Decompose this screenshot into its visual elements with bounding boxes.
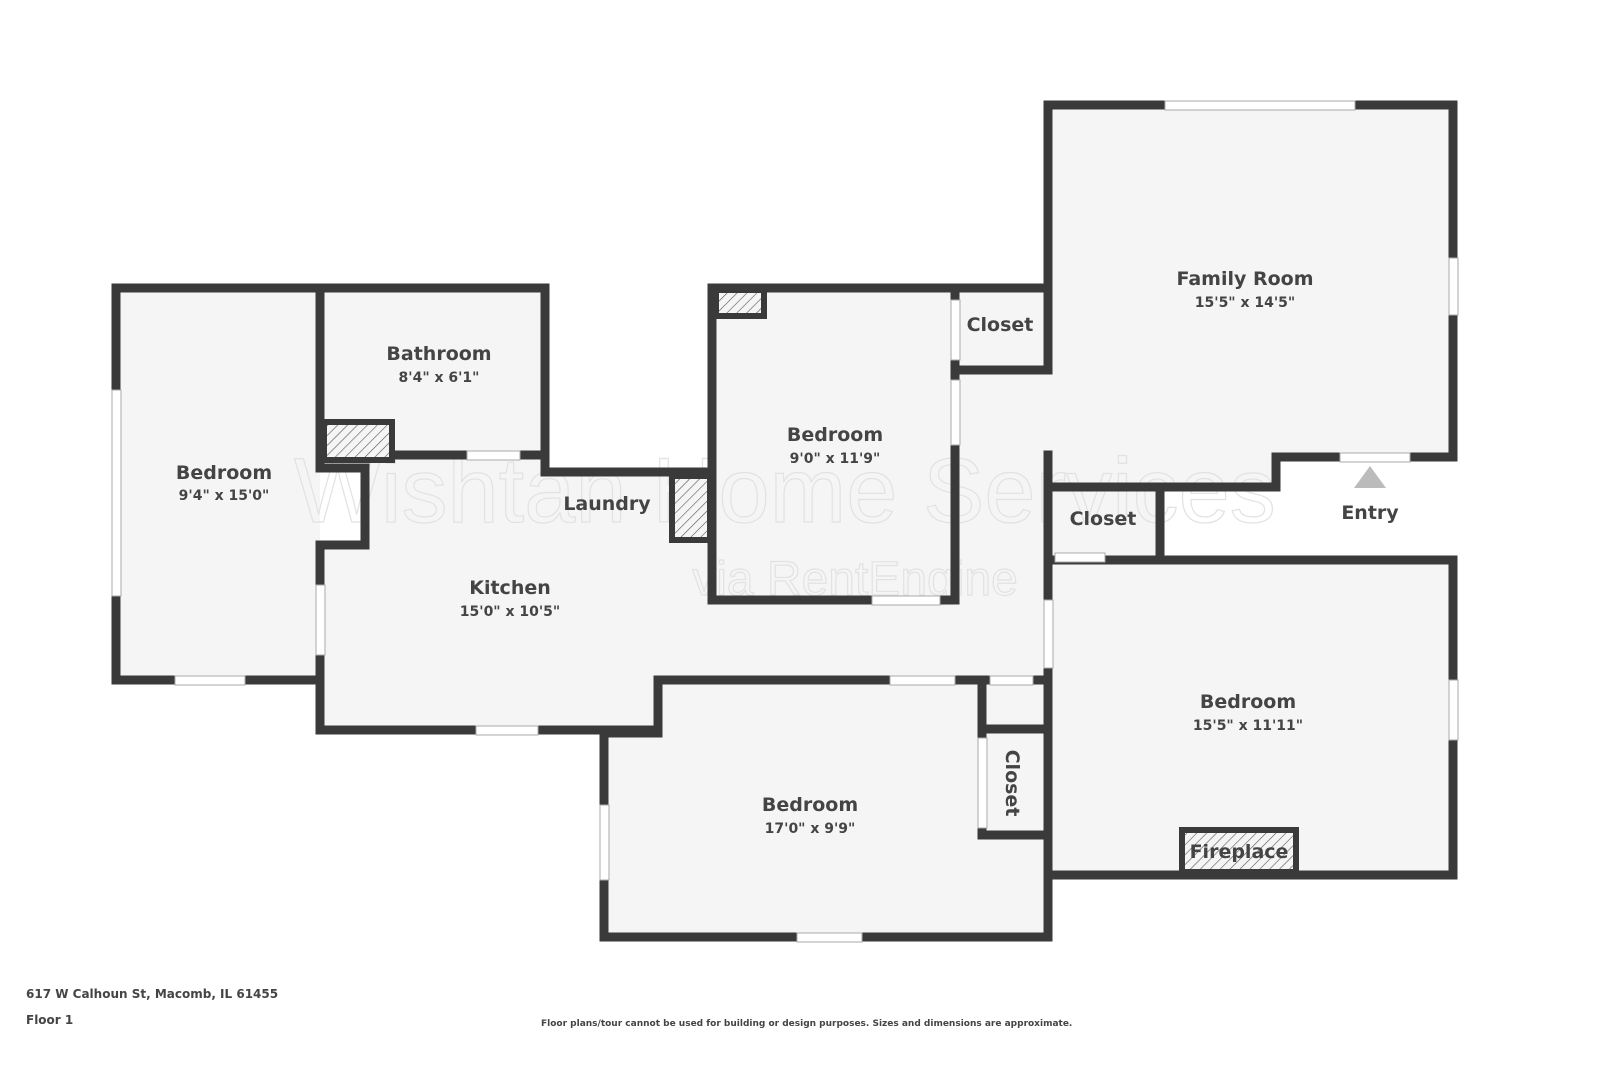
entry-arrow-icon xyxy=(1354,466,1386,488)
room-name: Bedroom xyxy=(1200,691,1296,713)
room-name: Family Room xyxy=(1176,268,1313,290)
room-labels: Bedroom 9'4" x 15'0" Bathroom 8'4" x 6'1… xyxy=(176,268,1399,863)
floor-fill xyxy=(116,105,1453,937)
room-name: Entry xyxy=(1341,502,1399,524)
fireplace xyxy=(1179,827,1299,875)
room-dimensions: 9'4" x 15'0" xyxy=(179,488,270,504)
room-dimensions: 8'4" x 6'1" xyxy=(399,370,480,386)
windows-doors xyxy=(111,100,1459,943)
room-name: Closet xyxy=(1001,750,1023,817)
room-name: Closet xyxy=(1070,508,1137,530)
hatched-chase xyxy=(321,419,395,463)
room-name: Bedroom xyxy=(787,424,883,446)
hatched-chase xyxy=(713,287,767,319)
room-name: Bedroom xyxy=(176,462,272,484)
room-name: Closet xyxy=(967,314,1034,336)
hatched-areas xyxy=(321,287,1299,875)
disclaimer: Floor plans/tour cannot be used for buil… xyxy=(541,1019,1073,1029)
room-name: Bathroom xyxy=(386,343,491,365)
room-dimensions: 9'0" x 11'9" xyxy=(790,451,881,467)
room-dimensions: 15'5" x 11'11" xyxy=(1193,718,1303,734)
room-name: Laundry xyxy=(563,493,651,515)
address: 617 W Calhoun St, Macomb, IL 61455 xyxy=(26,987,279,1001)
floor-label: Floor 1 xyxy=(26,1013,74,1027)
room-dimensions: 15'0" x 10'5" xyxy=(460,604,560,620)
room-name: Bedroom xyxy=(762,794,858,816)
hatched-chase xyxy=(669,473,713,543)
room-name: Kitchen xyxy=(469,577,551,599)
room-dimensions: 17'0" x 9'9" xyxy=(765,821,856,837)
room-dimensions: 15'5" x 14'5" xyxy=(1195,295,1295,311)
room-name: Fireplace xyxy=(1190,841,1289,863)
